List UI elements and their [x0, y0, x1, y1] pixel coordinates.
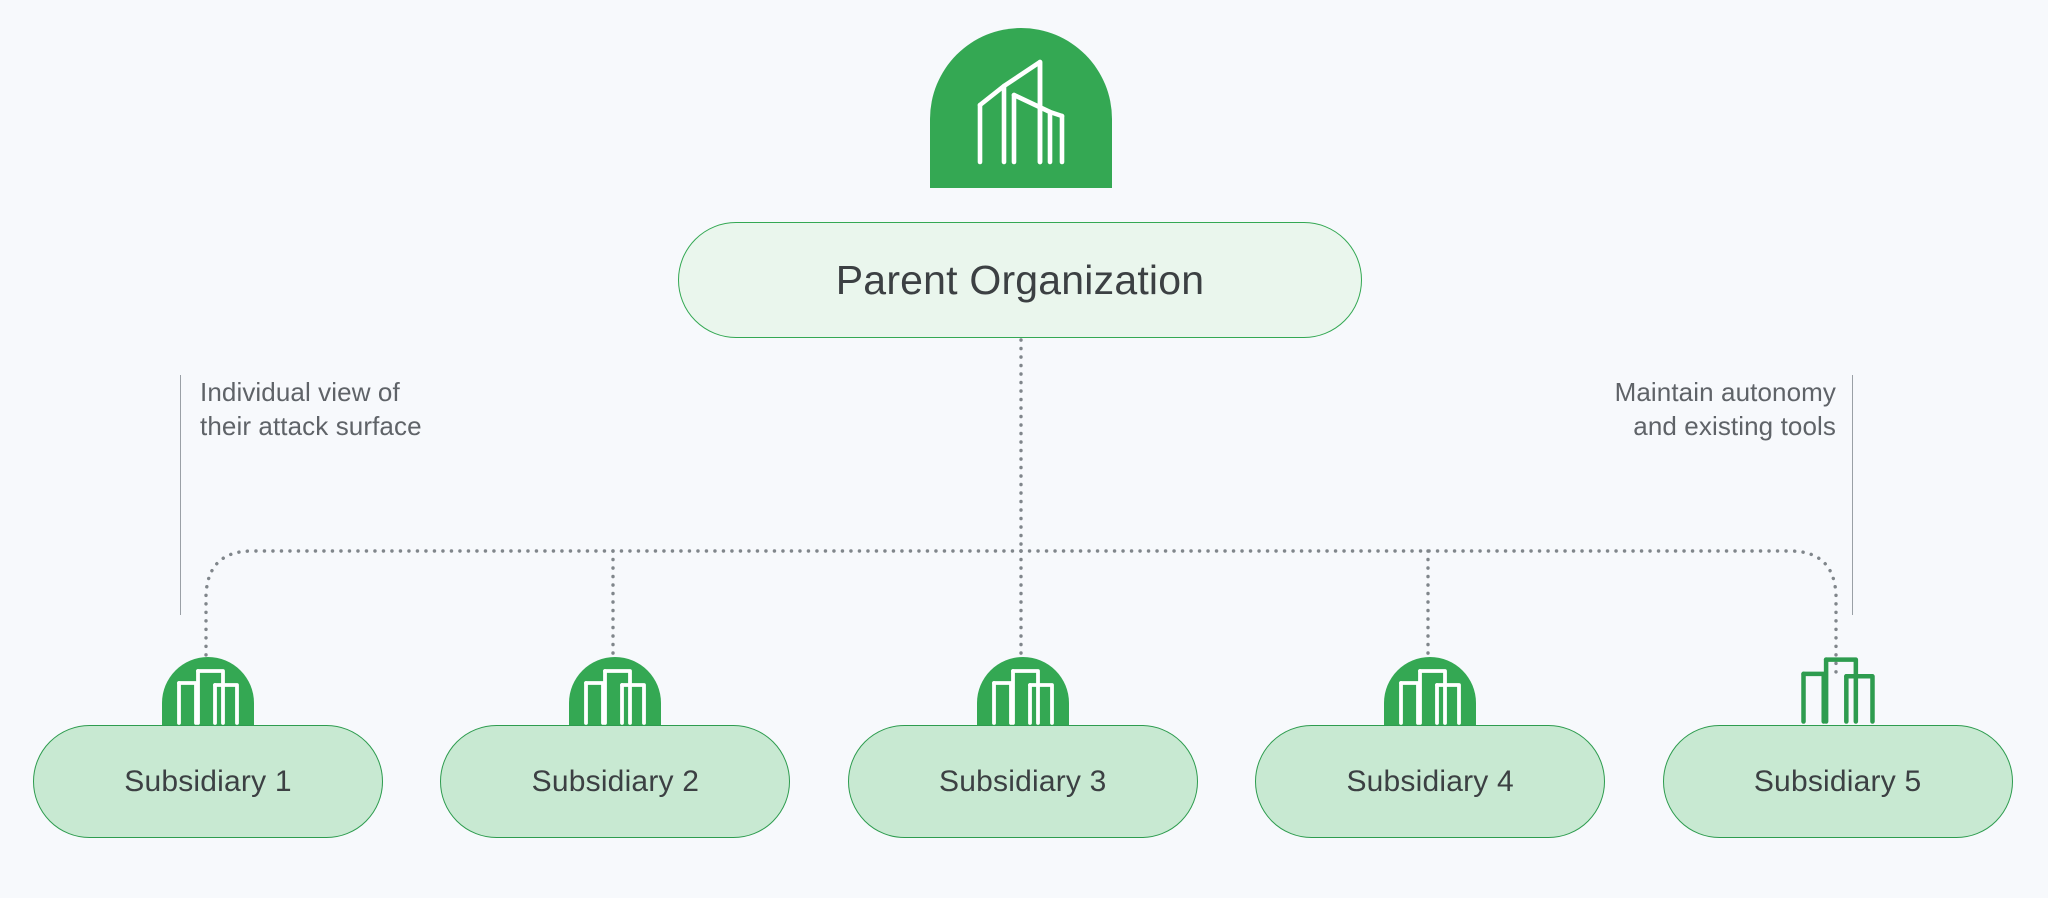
buildings-icon — [1399, 669, 1462, 725]
subsidiary-2-label: Subsidiary 2 — [531, 764, 700, 798]
parent-organization-label: Parent Organization — [835, 256, 1205, 303]
annotation-right: Maintain autonomy and existing tools — [1614, 377, 1836, 441]
buildings-icon — [1800, 657, 1875, 724]
subsidiary-2-pill[interactable]: Subsidiary 2 — [440, 725, 791, 838]
subsidiary-5-label: Subsidiary 5 — [1753, 764, 1922, 798]
buildings-icon — [584, 669, 647, 725]
annotation-left: Individual view of their attack surface — [200, 377, 422, 441]
buildings-icon — [991, 669, 1054, 725]
buildings-icon — [977, 59, 1065, 165]
guide-line-right — [1852, 375, 1853, 615]
subsidiary-5-pill[interactable]: Subsidiary 5 — [1662, 725, 2013, 838]
guide-line-left — [180, 375, 181, 615]
subsidiary-1-pill[interactable]: Subsidiary 1 — [33, 725, 383, 838]
parent-organization-pill[interactable]: Parent Organization — [678, 222, 1362, 338]
subsidiary-4-pill[interactable]: Subsidiary 4 — [1255, 725, 1606, 838]
subsidiary-1-label: Subsidiary 1 — [124, 764, 292, 798]
subsidiary-4-label: Subsidiary 4 — [1346, 764, 1514, 798]
subsidiary-5-icon-badge — [1792, 645, 1884, 739]
subsidiary-3-label: Subsidiary 3 — [939, 764, 1107, 798]
parent-organization-icon-badge — [930, 28, 1112, 188]
buildings-icon — [177, 669, 239, 725]
subsidiary-3-pill[interactable]: Subsidiary 3 — [847, 725, 1198, 838]
